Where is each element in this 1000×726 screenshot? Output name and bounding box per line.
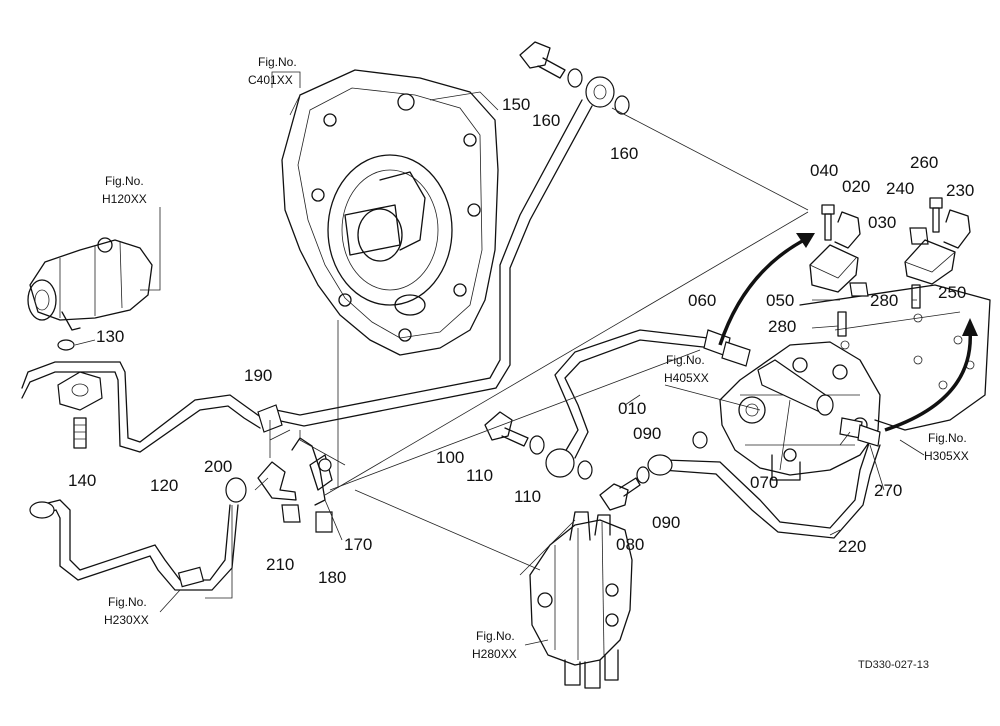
fig-ref-h305: Fig.No. H305XX [924,431,969,463]
part-number-280-left: 280 [768,317,796,336]
assembly-arrows [718,233,978,432]
fig-ref-h305-code: H305XX [924,449,969,463]
part-number-110-lower: 110 [514,487,541,506]
part-number-130: 130 [96,327,124,346]
part-number-220: 220 [838,537,866,556]
part-number-110-upper: 110 [466,466,493,485]
part-number-030: 030 [868,213,896,232]
fig-ref-h230-label: Fig.No. [108,595,147,609]
part-number-020: 020 [842,177,870,196]
fig-ref-h230: Fig.No. H230XX [104,595,149,627]
drawing-code: TD330-027-13 [858,659,929,671]
fig-ref-h120: Fig.No. H120XX [102,174,147,206]
fig-ref-h405-code: H405XX [664,371,709,385]
part-number-240: 240 [886,179,914,198]
part-number-070: 070 [750,473,778,492]
fig-ref-c401-label: Fig.No. [258,55,297,69]
fig-ref-h230-code: H230XX [104,613,149,627]
part-number-090-upper: 090 [633,424,661,443]
alignment-lines [205,107,851,599]
fig-ref-c401: Fig.No. C401XX [248,55,297,87]
part-number-270: 270 [874,481,902,500]
fig-ref-h405-label: Fig.No. [666,353,705,367]
part-number-160-lower: 160 [610,144,638,163]
part-number-200: 200 [204,457,232,476]
fig-ref-h280: Fig.No. H280XX [472,629,517,661]
part-number-100: 100 [436,448,464,467]
fig-ref-h280-code: H280XX [472,647,517,661]
fig-ref-h120-label: Fig.No. [105,174,144,188]
part-number-040: 040 [810,161,838,180]
part-number-190: 190 [244,366,272,385]
part-number-260: 260 [910,153,938,172]
control-valve [529,511,633,689]
part-number-170: 170 [344,535,372,554]
leader-lines [74,71,925,646]
part-number-080: 080 [616,535,644,554]
part-number-180: 180 [318,568,346,587]
part-number-150: 150 [502,95,530,114]
part-numbers: 010 020 030 040 050 060 070 080 090 090 … [68,95,974,587]
part-number-050: 050 [766,291,794,310]
part-number-160-upper: 160 [532,111,560,130]
fig-ref-h405: Fig.No. H405XX [664,353,709,385]
part-number-120: 120 [150,476,178,495]
part-number-010: 010 [618,399,646,418]
fig-ref-h305-label: Fig.No. [928,431,967,445]
fig-ref-h120-code: H120XX [102,192,147,206]
mounting-plate [799,284,991,431]
part-number-230: 230 [946,181,974,200]
part-number-060: 060 [688,291,716,310]
hydraulic-pump [27,237,153,331]
pipes [21,99,881,591]
part-number-140: 140 [68,471,96,490]
transmission-housing [281,69,499,356]
fig-ref-h280-label: Fig.No. [476,629,515,643]
part-number-090-lower: 090 [652,513,680,532]
small-parts [57,41,971,533]
fig-ref-c401-code: C401XX [248,73,293,87]
part-number-210: 210 [266,555,294,574]
part-number-280-right: 280 [870,291,898,310]
part-number-250: 250 [938,283,966,302]
